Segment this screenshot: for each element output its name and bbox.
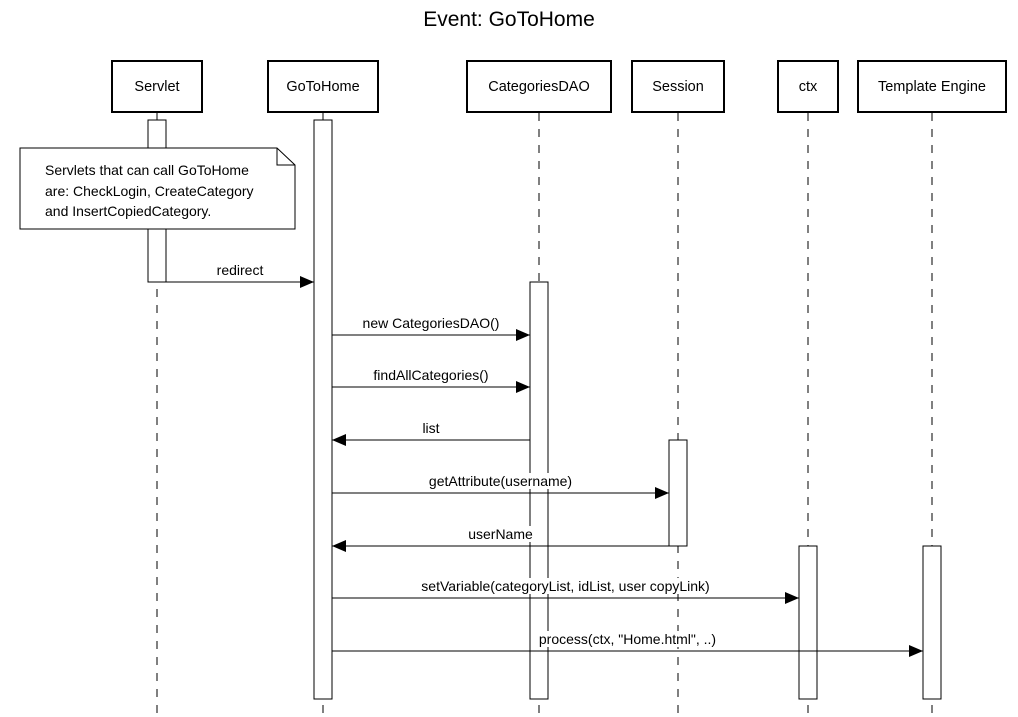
participant-servlet: Servlet [111, 60, 203, 113]
diagram-title: Event: GoToHome [423, 8, 595, 31]
participant-gotohome: GoToHome [267, 60, 379, 113]
note-text: Servlets that can call GoToHome are: Che… [45, 160, 290, 222]
message-label: setVariable(categoryList, idList, user c… [420, 578, 711, 594]
message-label: userName [467, 526, 534, 542]
activation-bar-ctx [798, 545, 818, 700]
activation-bar-session [668, 439, 688, 547]
note-line: and InsertCopiedCategory. [45, 203, 212, 219]
message-label: list [421, 420, 441, 436]
note-line: Servlets that can call GoToHome [45, 162, 249, 178]
note-box: Servlets that can call GoToHome are: Che… [19, 147, 296, 230]
message-label: redirect [215, 262, 265, 278]
participant-ctx: ctx [777, 60, 839, 113]
participant-session: Session [631, 60, 725, 113]
message-label: new CategoriesDAO() [361, 315, 501, 331]
activation-bar-gotohome [313, 119, 333, 700]
message-label: getAttribute(username) [427, 473, 574, 489]
participant-categoriesdao: CategoriesDAO [466, 60, 612, 113]
participant-templateengine: Template Engine [857, 60, 1007, 113]
note-line: are: CheckLogin, CreateCategory [45, 182, 254, 199]
message-label: process(ctx, "Home.html", ..) [537, 631, 718, 647]
activation-bar-templateengine [922, 545, 942, 700]
activation-bar-categoriesdao [529, 281, 549, 700]
message-label: findAllCategories() [372, 367, 490, 383]
